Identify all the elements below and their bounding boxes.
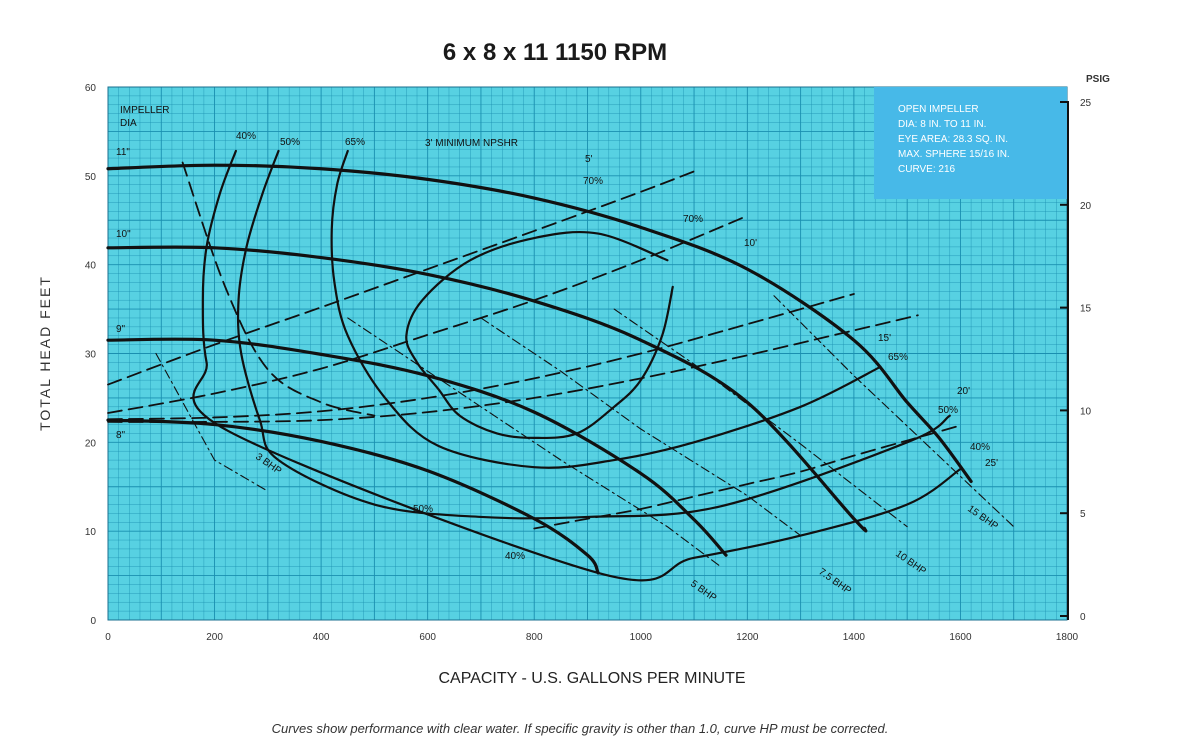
y-axis-title: TOTAL HEAD FEET — [37, 275, 53, 431]
impeller-header-1: IMPELLER — [120, 105, 169, 116]
chart-title: 6 x 8 x 11 1150 RPM — [443, 39, 667, 66]
series-eff-7 — [405, 230, 674, 440]
x-ticks: 0 200 400 600 800 1000 1200 1400 1600 1800 — [105, 632, 1078, 643]
label-npsh-10: 10' — [744, 238, 757, 249]
y-tick-label: 10 — [85, 527, 97, 538]
series-npsh-14 — [107, 170, 695, 386]
info-box: OPEN IMPELLER DIA: 8 IN. TO 11 IN. EYE A… — [874, 87, 1067, 199]
x-tick-label: 1600 — [949, 632, 972, 643]
series-eff-4 — [192, 149, 962, 582]
psig-label: PSIG — [1086, 74, 1110, 85]
label-imp-10: 10" — [116, 229, 131, 240]
y-tick-label: 50 — [85, 172, 97, 183]
y-tick-label: 30 — [85, 350, 97, 361]
y-tick-label: 20 — [85, 438, 97, 449]
series-bhp-10 — [480, 317, 802, 537]
impeller-header-2: DIA — [120, 118, 137, 129]
x-tick-label: 1800 — [1056, 632, 1079, 643]
label-eff-65-right: 65% — [888, 352, 908, 363]
footnote: Curves show performance with clear water… — [272, 721, 889, 736]
series-npsh-13 — [181, 161, 376, 417]
x-tick-label: 600 — [419, 632, 436, 643]
series-npsh-18 — [533, 424, 962, 530]
series-bhp-8 — [155, 352, 269, 492]
info-line-4: MAX. SPHERE 15/16 IN. — [898, 149, 1010, 160]
x-tick-label: 200 — [206, 632, 223, 643]
info-line-5: CURVE: 216 — [898, 164, 956, 175]
series-npsh-17 — [107, 314, 919, 423]
x-tick-label: 1000 — [630, 632, 653, 643]
x-tick-label: 1400 — [843, 632, 866, 643]
label-imp-9: 9" — [116, 324, 126, 335]
label-npsh-20: 20' — [957, 386, 970, 397]
grid — [107, 86, 1068, 621]
y-tick-label: 0 — [90, 616, 96, 627]
curves — [106, 149, 1015, 582]
series-eff-6 — [330, 149, 882, 469]
x-tick-label: 0 — [105, 632, 111, 643]
label-npsh-25: 25' — [985, 458, 998, 469]
y2-ticks: 0 5 10 15 20 25 — [1060, 98, 1092, 623]
x-tick-label: 400 — [313, 632, 330, 643]
y2-tick-label: 10 — [1080, 406, 1092, 417]
label-npsh-15: 15' — [878, 333, 891, 344]
info-line-3: EYE AREA: 28.3 SQ. IN. — [898, 134, 1008, 145]
label-eff-70-a: 70% — [583, 176, 603, 187]
y2-tick-label: 5 — [1080, 509, 1086, 520]
label-eff-40-bottom: 40% — [505, 551, 525, 562]
label-eff-50-right: 50% — [938, 405, 958, 416]
x-tick-label: 1200 — [736, 632, 759, 643]
x-tick-label: 800 — [526, 632, 543, 643]
x-axis-title: CAPACITY - U.S. GALLONS PER MINUTE — [438, 670, 745, 687]
series-npsh-16 — [107, 293, 855, 421]
y2-tick-label: 15 — [1080, 304, 1092, 315]
series-head-0 — [106, 163, 973, 484]
info-line-1: OPEN IMPELLER — [898, 104, 979, 115]
label-eff-50-bottom: 50% — [413, 504, 433, 515]
y-tick-label: 60 — [85, 83, 97, 94]
y2-tick-label: 0 — [1080, 612, 1086, 623]
label-npsh-5: 5' — [585, 154, 593, 165]
label-npsh-3: 3' MINIMUM NPSHR — [425, 138, 518, 149]
label-imp-11: 11" — [116, 147, 130, 158]
label-imp-8: 8" — [116, 430, 126, 441]
y2-tick-label: 20 — [1080, 201, 1092, 212]
series-bhp-9 — [347, 317, 722, 568]
y2-tick-label: 25 — [1080, 98, 1092, 109]
info-line-2: DIA: 8 IN. TO 11 IN. — [898, 119, 986, 130]
series-bhp-12 — [773, 295, 1015, 528]
label-eff-65-top: 65% — [345, 137, 365, 148]
label-eff-40-right: 40% — [970, 442, 990, 453]
series-npsh-15 — [107, 214, 749, 414]
series-head-3 — [106, 418, 600, 575]
label-eff-70-b: 70% — [683, 214, 703, 225]
label-eff-40-top: 40% — [236, 131, 256, 142]
label-eff-50-top: 50% — [280, 137, 300, 148]
series-head-2 — [106, 337, 728, 557]
y-tick-label: 40 — [85, 261, 97, 272]
series-bhp-11 — [613, 308, 908, 528]
y-ticks: 0 10 20 30 40 50 60 — [85, 83, 97, 627]
